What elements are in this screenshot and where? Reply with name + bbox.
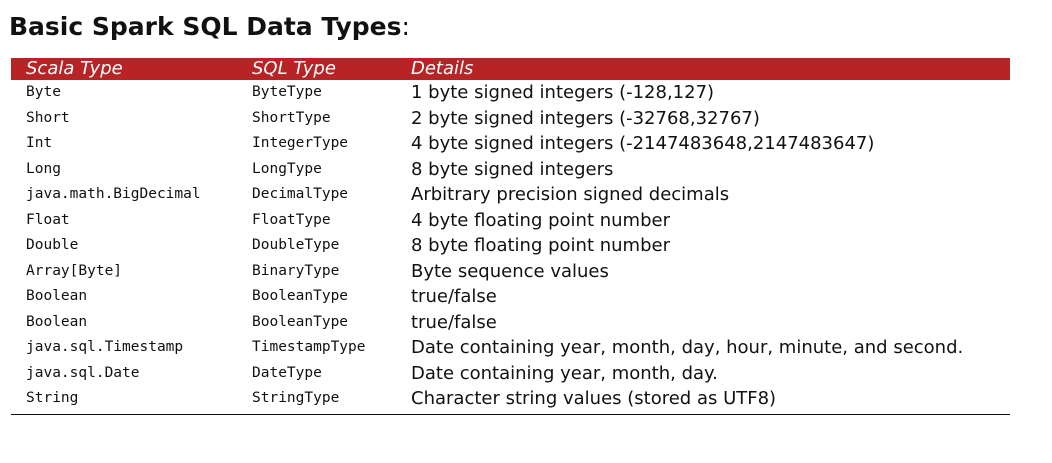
cell-sql-type: IntegerType [252, 135, 349, 151]
table-row: Boolean BooleanType true/false [11, 284, 1010, 310]
cell-details: 8 byte floating point number [411, 235, 670, 256]
cell-sql-type: DecimalType [252, 186, 349, 202]
cell-sql-type: TimestampType [252, 339, 366, 355]
page-title-colon: : [401, 12, 410, 41]
table-row: String StringType Character string value… [11, 386, 1010, 412]
cell-details: Date containing year, month, day, hour, … [411, 337, 964, 358]
cell-sql-type: BooleanType [252, 313, 349, 330]
cell-details: true/false [411, 311, 497, 333]
cell-scala-type: Array[Byte] [26, 262, 123, 279]
cell-scala-type: Int [26, 135, 53, 151]
table-row: Int IntegerType 4 byte signed integers (… [11, 131, 1010, 157]
cell-scala-type: java.sql.Timestamp [26, 339, 184, 355]
cell-details: Date containing year, month, day. [411, 362, 718, 384]
cell-sql-type: FloatType [252, 211, 331, 228]
table-row: Float FloatType 4 byte floating point nu… [11, 208, 1010, 234]
table-row: java.math.BigDecimal DecimalType Arbitra… [11, 182, 1010, 208]
cell-scala-type: Double [26, 237, 79, 253]
table-body: Byte ByteType 1 byte signed integers (-1… [11, 80, 1010, 412]
table-row: java.sql.Timestamp TimestampType Date co… [11, 335, 1010, 361]
table-header: Scala Type SQL Type Details [11, 58, 1010, 80]
header-details: Details [411, 58, 474, 79]
cell-scala-type: Boolean [26, 313, 88, 330]
cell-sql-type: BinaryType [252, 262, 340, 279]
header-sql-type: SQL Type [252, 58, 336, 79]
cell-details: 4 byte signed integers (-2147483648,2147… [411, 133, 875, 154]
table-row: java.sql.Date DateType Date containing y… [11, 361, 1010, 387]
cell-sql-type: StringType [252, 390, 340, 406]
table-bottom-rule [11, 413, 1010, 415]
table-row: Byte ByteType 1 byte signed integers (-1… [11, 80, 1010, 106]
cell-scala-type: String [26, 390, 79, 406]
cell-scala-type: Byte [26, 84, 61, 100]
page-title: Basic Spark SQL Data Types: [9, 10, 410, 44]
cell-details: Character string values (stored as UTF8) [411, 388, 777, 409]
cell-scala-type: Long [26, 160, 61, 177]
cell-sql-type: DateType [252, 364, 322, 381]
cell-scala-type: java.math.BigDecimal [26, 186, 201, 202]
cell-details: Byte sequence values [411, 260, 609, 282]
page-title-text: Basic Spark SQL Data Types [9, 12, 402, 41]
table-row: Long LongType 8 byte signed integers [11, 157, 1010, 183]
table-row: Array[Byte] BinaryType Byte sequence val… [11, 259, 1010, 285]
table-row: Boolean BooleanType true/false [11, 310, 1010, 336]
table-row: Short ShortType 2 byte signed integers (… [11, 106, 1010, 132]
cell-sql-type: LongType [252, 160, 322, 177]
cell-details: true/false [411, 286, 497, 307]
cell-details: 8 byte signed integers [411, 158, 614, 180]
cell-details: 4 byte floating point number [411, 209, 670, 231]
cell-sql-type: DoubleType [252, 237, 340, 253]
header-scala-type: Scala Type [26, 58, 123, 79]
data-types-table: Scala Type SQL Type Details Byte ByteTyp… [11, 58, 1010, 415]
cell-sql-type: BooleanType [252, 288, 349, 304]
cell-scala-type: Boolean [26, 288, 88, 304]
cell-sql-type: ShortType [252, 109, 331, 126]
cell-details: 1 byte signed integers (-128,127) [411, 82, 715, 103]
cell-details: Arbitrary precision signed decimals [411, 184, 730, 205]
cell-scala-type: java.sql.Date [26, 364, 140, 381]
cell-scala-type: Short [26, 109, 70, 126]
cell-sql-type: ByteType [252, 84, 322, 100]
cell-scala-type: Float [26, 211, 70, 228]
cell-details: 2 byte signed integers (-32768,32767) [411, 107, 760, 129]
table-row: Double DoubleType 8 byte floating point … [11, 233, 1010, 259]
